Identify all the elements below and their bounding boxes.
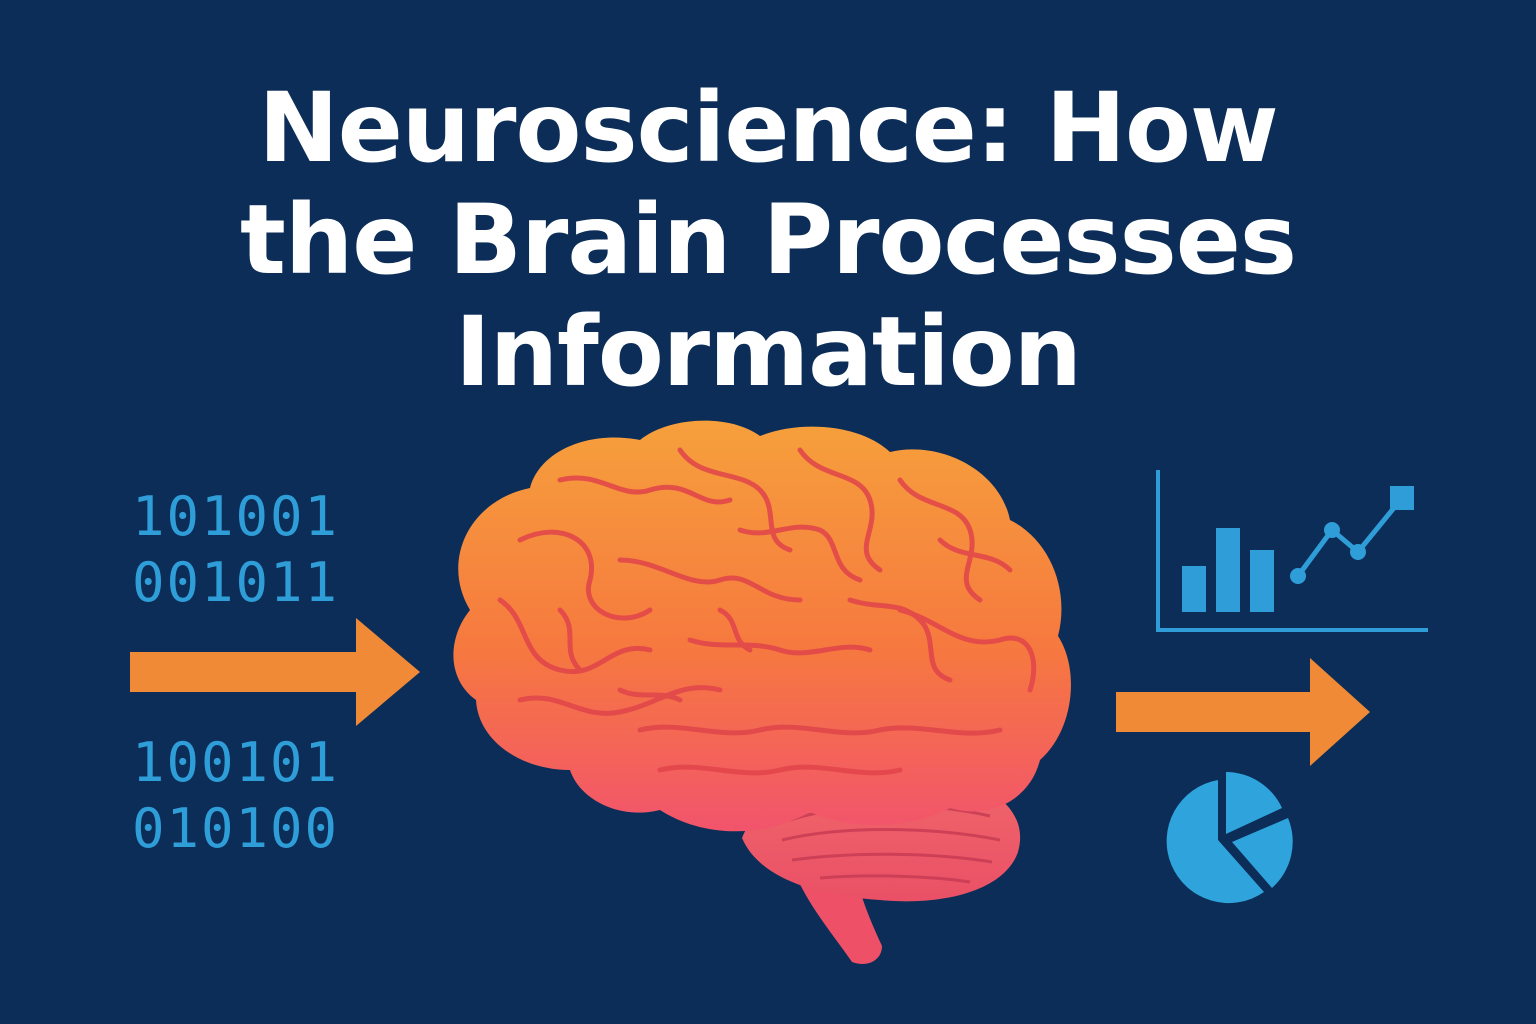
title-line-3: Information: [454, 296, 1082, 408]
binary-line: 010100: [132, 797, 340, 860]
pie-chart-icon: [1166, 772, 1293, 904]
arrow-right-icon: [130, 618, 420, 726]
brain-icon: [453, 420, 1071, 965]
title-line-1: Neuroscience: How: [258, 72, 1278, 184]
binary-line: 001011: [132, 551, 340, 614]
title-line-2: the Brain Processes: [240, 184, 1297, 296]
bar-line-chart-icon: [1156, 470, 1428, 632]
arrow-right-icon: [1116, 658, 1370, 766]
binary-line: 100101: [132, 731, 340, 794]
page-title: Neuroscience: How the Brain Processes In…: [0, 72, 1536, 408]
binary-input-bottom: 100101 010100: [132, 730, 339, 862]
binary-line: 101001: [132, 485, 340, 548]
binary-input-top: 101001 001011: [132, 484, 339, 616]
